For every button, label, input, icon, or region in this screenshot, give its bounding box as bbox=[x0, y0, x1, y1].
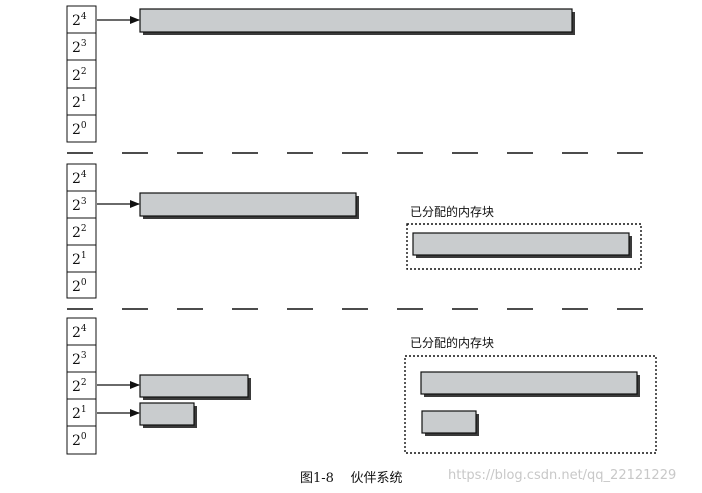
order-cell-label: 23 bbox=[72, 351, 87, 368]
free-block-2-2 bbox=[139, 374, 249, 398]
free-block-2-1 bbox=[139, 402, 195, 426]
order-cell-label: 24 bbox=[72, 12, 87, 29]
figure-caption: 图1-8 伙伴系统 bbox=[300, 471, 402, 486]
order-column bbox=[66, 317, 97, 455]
order-cell-label: 24 bbox=[72, 170, 87, 187]
free-block-2-4 bbox=[139, 8, 573, 33]
panel-2: 24 23 22 21 20 已分配的内存块 bbox=[66, 163, 642, 299]
allocated-block-caption: 已分配的内存块 bbox=[410, 204, 494, 219]
order-cell-label: 21 bbox=[72, 405, 87, 422]
order-cell-label: 23 bbox=[72, 197, 87, 214]
free-block-2-3 bbox=[139, 192, 357, 217]
allocated-block bbox=[420, 371, 638, 395]
order-cell-label: 21 bbox=[72, 251, 87, 268]
order-cell-label: 22 bbox=[72, 67, 87, 84]
allocated-region bbox=[406, 223, 642, 270]
order-cell-label: 23 bbox=[72, 39, 87, 56]
order-column bbox=[66, 163, 97, 299]
watermark: https://blog.csdn.net/qq_22121229 bbox=[448, 468, 676, 483]
order-column bbox=[66, 5, 97, 143]
allocated-block bbox=[421, 410, 477, 434]
allocated-block bbox=[412, 232, 630, 256]
order-cell-label: 22 bbox=[72, 378, 87, 395]
allocated-block-caption: 已分配的内存块 bbox=[410, 335, 494, 350]
panel-1: 24 23 22 21 20 bbox=[66, 5, 575, 143]
order-cell-label: 22 bbox=[72, 224, 87, 241]
order-cell-label: 21 bbox=[72, 94, 87, 111]
panel-3: 24 23 22 21 20 已分配的内存块 bbox=[66, 317, 657, 455]
order-cell-label: 20 bbox=[72, 121, 87, 138]
allocated-region bbox=[404, 355, 657, 454]
order-cell-label: 24 bbox=[72, 324, 87, 341]
order-cell-label: 20 bbox=[72, 278, 87, 295]
order-cell-label: 20 bbox=[72, 432, 87, 449]
